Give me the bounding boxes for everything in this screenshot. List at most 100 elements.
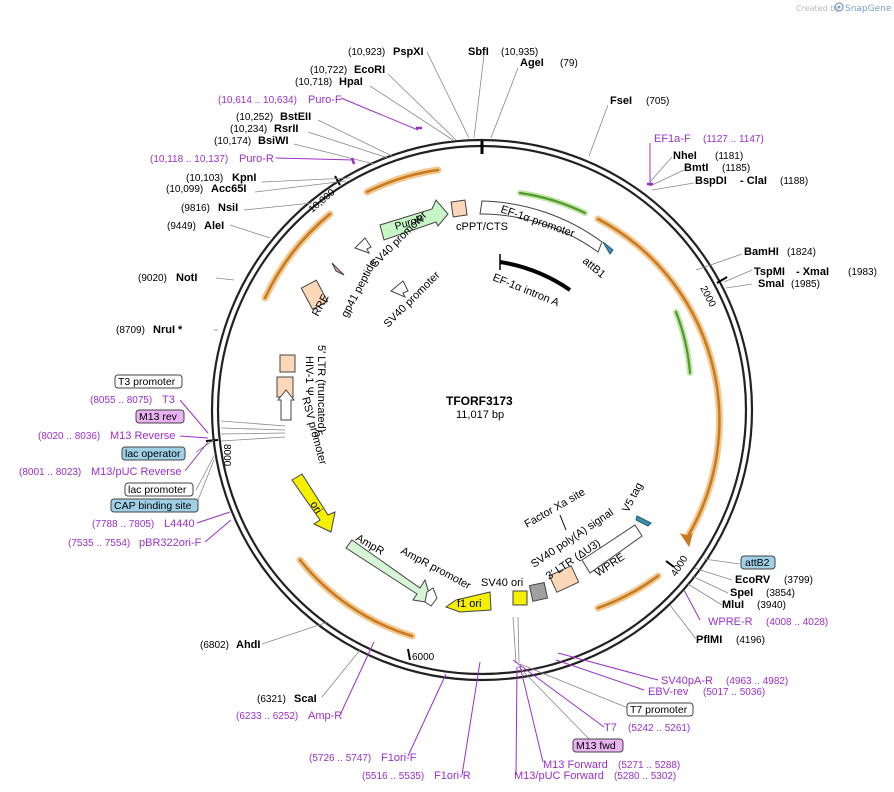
svg-text:(6802): (6802) [200, 640, 229, 651]
site-pspxi: PspXI [393, 46, 424, 58]
ltr3-box [548, 565, 580, 593]
svg-text:(5516 .. 5535): (5516 .. 5535) [362, 771, 424, 782]
hiv-psi-box [279, 354, 296, 373]
site-nhei: NheI [673, 150, 697, 162]
sv40-promoter-1-label: SV40 promoter [369, 209, 430, 270]
hiv-psi-label: HIV-1 Ψ [303, 356, 315, 396]
svg-text:- ClaI: - ClaI [740, 175, 767, 187]
box-m13-fwd: M13 fwd [576, 740, 616, 752]
sv40-promoter-2-arrow [390, 280, 409, 298]
svg-text:(1188): (1188) [780, 176, 808, 187]
svg-text:(5726 .. 5747): (5726 .. 5747) [309, 753, 371, 764]
primer-sv40pa-r: SV40pA-R [661, 675, 713, 687]
svg-text:(5271 .. 5288): (5271 .. 5288) [618, 760, 680, 771]
primer-t7: T7 [604, 722, 617, 734]
site-spei: SpeI [730, 587, 753, 599]
site-fsei: FseI [610, 95, 632, 107]
svg-text:(4963 .. 4982): (4963 .. 4982) [726, 676, 788, 687]
svg-text:(1983): (1983) [848, 267, 877, 278]
svg-text:(7788 .. 7805): (7788 .. 7805) [92, 519, 154, 530]
svg-text:(5242 .. 5261): (5242 .. 5261) [628, 723, 690, 734]
primer-t3: T3 [162, 394, 175, 406]
box-attb2: attB2 [745, 557, 770, 569]
site-acc65i: Acc65I [211, 183, 246, 195]
svg-text:(79): (79) [560, 58, 578, 69]
svg-text:(1181): (1181) [715, 151, 743, 162]
site-pflmi: PflMI [696, 634, 722, 646]
svg-text:(8020 .. 8036): (8020 .. 8036) [38, 431, 100, 442]
site-ahdi: AhdI [236, 639, 260, 651]
primer-ebv-rev: EBV-rev [648, 686, 689, 698]
svg-text:(10,935): (10,935) [501, 47, 538, 58]
cppt-box [450, 199, 468, 218]
primer-f1ori-f: F1ori-F [381, 752, 417, 764]
gp41-label: gp41 peptide [339, 258, 379, 320]
tick-8000: 8000 [221, 444, 232, 467]
svg-text:(10,099): (10,099) [166, 184, 203, 195]
svg-text:(10,234): (10,234) [230, 124, 267, 135]
primer-puro-f: Puro-F [308, 94, 342, 106]
primer-amp-r: Amp-R [308, 710, 342, 722]
sv40-polya-box [528, 581, 549, 602]
svg-text:(1985): (1985) [791, 279, 820, 290]
primer-f1ori-r: F1ori-R [434, 770, 471, 782]
rre-box [300, 279, 329, 311]
box-m13-rev: M13 rev [139, 411, 178, 423]
primer-labels: (10,614 .. 10,634) Puro-F (10,118 .. 10,… [19, 94, 828, 782]
boxed-labels: T3 promoter M13 rev lac operator lac pro… [110, 374, 776, 753]
box-cap-binding: CAP binding site [114, 500, 192, 512]
primer-ef1a-f: EF1a-F [654, 133, 691, 145]
primer-wpre-r: WPRE-R [708, 616, 753, 628]
primer-l4440: L4440 [164, 518, 195, 530]
svg-text:(1185): (1185) [722, 163, 750, 174]
primer-puro-r: Puro-R [239, 153, 274, 165]
primer-m13-puc-reverse: M13/pUC Reverse [91, 466, 181, 478]
box-lac-promoter: lac promoter [128, 484, 187, 496]
primer-pbr322ori-f: pBR322ori-F [139, 537, 202, 549]
svg-text:(10,722): (10,722) [310, 65, 347, 76]
arrow-head [679, 533, 693, 548]
ampr-arrow [345, 539, 433, 604]
site-noti: NotI [176, 272, 197, 284]
site-bmti: BmtI [684, 162, 708, 174]
svg-text:(10,174): (10,174) [214, 136, 251, 147]
ef1a-promoter-arrow [479, 200, 603, 253]
plasmid-name: TFORF3173 [446, 394, 513, 408]
factor-xa-label: Factor Xa site [523, 486, 588, 530]
svg-text:(10,718): (10,718) [295, 77, 332, 88]
svg-text:(6321): (6321) [257, 694, 286, 705]
svg-text:(9816): (9816) [181, 203, 210, 214]
svg-text:(8055 .. 8075): (8055 .. 8075) [90, 395, 152, 406]
tick-2000: 2000 [697, 284, 717, 309]
ring-feature-arcs [261, 166, 723, 640]
svg-text:(8001 .. 8023): (8001 .. 8023) [19, 467, 81, 478]
site-sbfi: SbfI [468, 46, 489, 58]
restriction-sites: (10,923) PspXI SbfI (10,935) AgeI (79) (… [116, 46, 877, 705]
site-bspdi: BspDI [695, 175, 727, 187]
v5-tag-label: V5 tag [620, 481, 646, 515]
site-kpni: KpnI [232, 172, 256, 184]
ltr5-label: 5′ LTR (truncated) [315, 345, 327, 432]
site-scai: ScaI [294, 693, 317, 705]
svg-text:(5017 .. 5036): (5017 .. 5036) [703, 687, 765, 698]
leader-lines [195, 51, 753, 741]
ampr-promoter-arrow [424, 587, 438, 607]
sv40-promoter-2-label: SV40 promoter [382, 269, 443, 330]
svg-text:(1127 .. 1147): (1127 .. 1147) [703, 134, 764, 145]
primer-m13-forward: M13 Forward [543, 759, 608, 771]
site-ecorv: EcoRV [735, 574, 771, 586]
primer-m13-reverse: M13 Reverse [110, 430, 175, 442]
svg-text:(10,923): (10,923) [348, 47, 385, 58]
attb1-label: attB1 [580, 255, 607, 281]
plasmid-backbone [210, 138, 754, 682]
svg-text:(10,252): (10,252) [236, 112, 273, 123]
svg-text:(3854): (3854) [766, 588, 795, 599]
site-smai: SmaI [758, 278, 784, 290]
ori-label: ori [307, 499, 324, 516]
svg-text:(6233 .. 6252): (6233 .. 6252) [236, 711, 298, 722]
site-bsiwi: BsiWI [258, 135, 289, 147]
svg-text:(8709): (8709) [116, 325, 145, 336]
svg-text:(3799): (3799) [784, 575, 813, 586]
box-lac-operator: lac operator [125, 448, 181, 460]
f1-ori-label: f1 ori [457, 598, 481, 610]
